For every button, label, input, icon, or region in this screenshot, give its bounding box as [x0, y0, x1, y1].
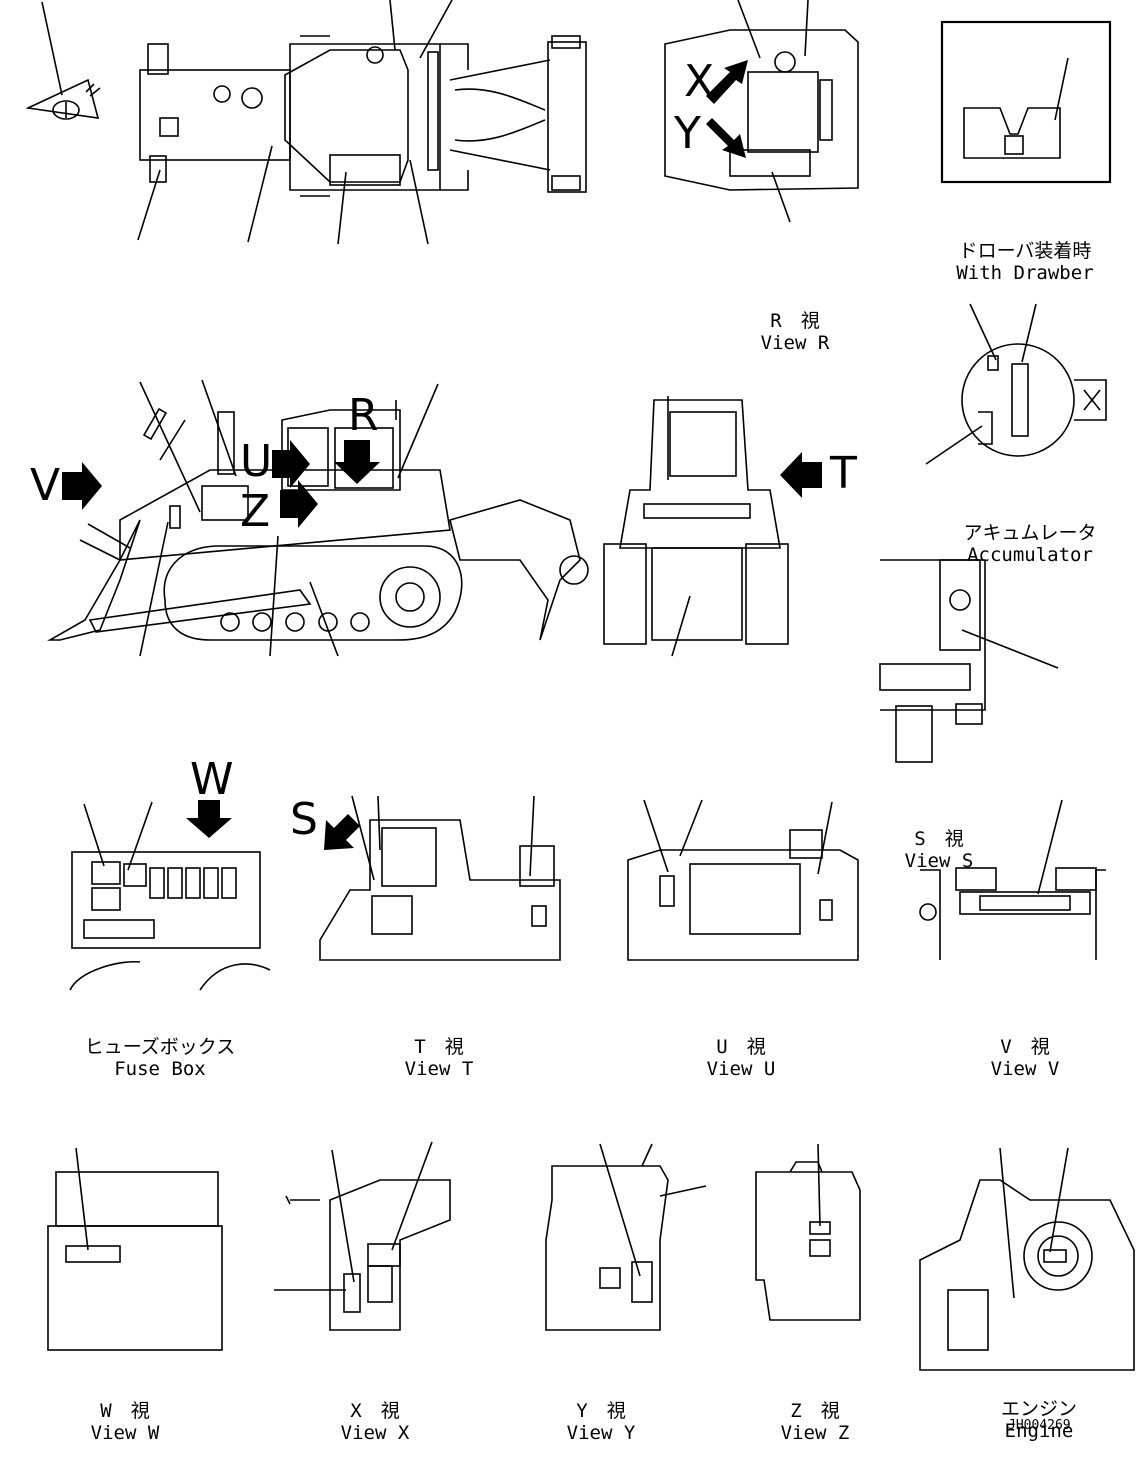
side-view-figure [46, 379, 589, 657]
document-id: JH004269 [1008, 1418, 1071, 1433]
view-v-figure [919, 799, 1106, 960]
accumulator-figure [925, 303, 1107, 465]
engine-figure [919, 1147, 1135, 1371]
fuse-box-figure [69, 800, 271, 991]
top-view-figure [137, 0, 587, 245]
view-x-figure [274, 1141, 451, 1331]
arrow-label-r: R [348, 390, 379, 441]
view-w-figure [47, 1147, 223, 1351]
arrow-label-u: U [240, 436, 273, 487]
view-r-figure [664, 0, 859, 223]
drawbar-inset-figure [940, 20, 1112, 184]
view-t-figure [319, 795, 561, 961]
arrow-label-y: Y [674, 108, 701, 159]
decal-triangle-figure [25, 1, 101, 120]
arrow-label-z: Z [240, 486, 271, 537]
arrow-label-w: W [190, 754, 234, 805]
arrow-label-s: S [290, 794, 318, 845]
view-y-figure [545, 1143, 707, 1331]
view-z-figure [755, 1143, 861, 1321]
arrow-label-v: V [30, 460, 61, 511]
view-s-figure [879, 559, 1059, 763]
arrow-label-t: T [830, 448, 857, 499]
arrow-label-x: X [684, 56, 715, 107]
rear-view-figure [603, 396, 822, 657]
view-u-figure [627, 799, 859, 961]
